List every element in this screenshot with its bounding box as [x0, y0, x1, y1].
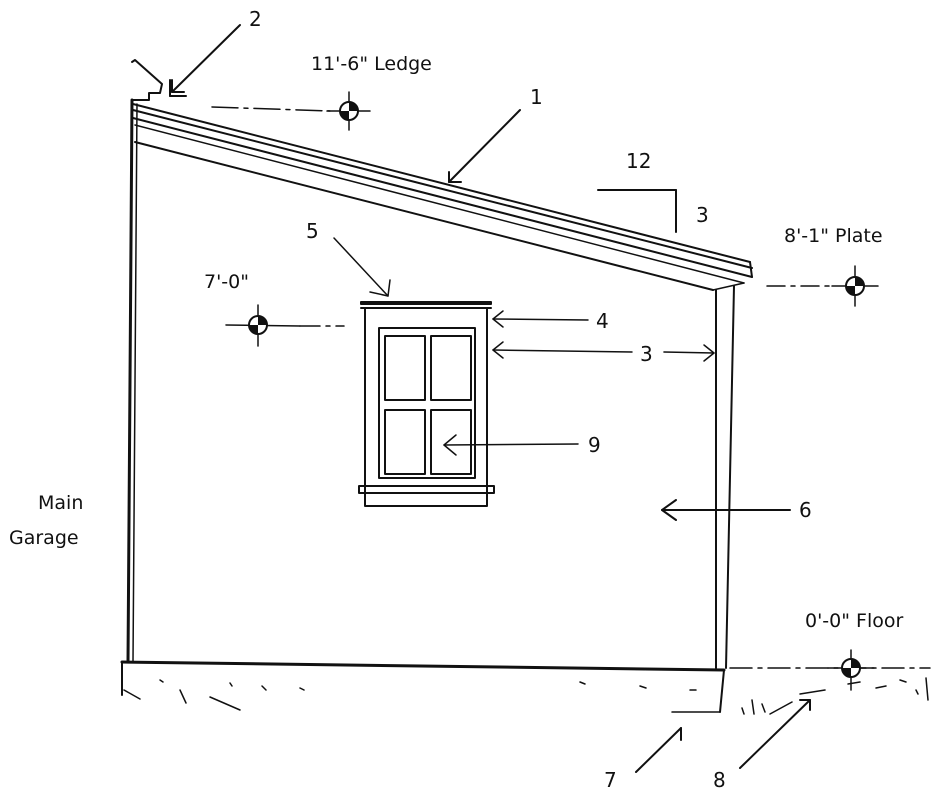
floor-level-label: 0'-0" Floor	[805, 610, 903, 632]
slope-rise-label: 3	[696, 203, 709, 227]
callout-4-leader	[492, 310, 589, 328]
callout-5-number: 5	[306, 219, 319, 243]
callout-9-leader	[443, 434, 579, 456]
callout-2-number: 2	[249, 7, 262, 31]
ground-line	[729, 667, 931, 715]
window	[358, 301, 495, 507]
callout-7-leader	[635, 727, 682, 773]
callout-2-leader	[171, 24, 241, 93]
callout-7-number: 7	[604, 768, 617, 792]
garage-label: Garage	[9, 527, 79, 549]
callout-3-number: 3	[640, 342, 653, 366]
callout-4-number: 4	[596, 309, 609, 333]
callout-8-number: 8	[713, 768, 726, 792]
plate-level-label: 8'-1" Plate	[784, 225, 883, 247]
slope-indicator	[597, 189, 677, 233]
callout-9-number: 9	[588, 433, 601, 457]
callout-1-leader	[448, 109, 521, 183]
ledge-cap	[131, 59, 187, 101]
level-marker-floor	[827, 649, 875, 691]
callout-8-leader	[739, 699, 811, 769]
callout-3-leader	[492, 341, 715, 362]
level-marker-ledge	[211, 91, 371, 131]
main-label: Main	[38, 492, 83, 514]
level-marker-head	[225, 304, 345, 347]
callout-6-leader	[661, 499, 791, 521]
corner-trim	[715, 285, 735, 669]
head-level-label: 7'-0"	[204, 271, 249, 293]
callout-5-leader	[333, 237, 391, 297]
level-marker-plate	[766, 265, 879, 307]
roof-fascia	[132, 103, 753, 291]
callout-1-number: 1	[530, 85, 543, 109]
ledge-level-label: 11'-6" Ledge	[311, 53, 432, 75]
left-wall-edge	[126, 98, 138, 664]
slope-run-label: 12	[626, 149, 651, 173]
callout-6-number: 6	[799, 498, 812, 522]
foundation	[120, 660, 726, 713]
